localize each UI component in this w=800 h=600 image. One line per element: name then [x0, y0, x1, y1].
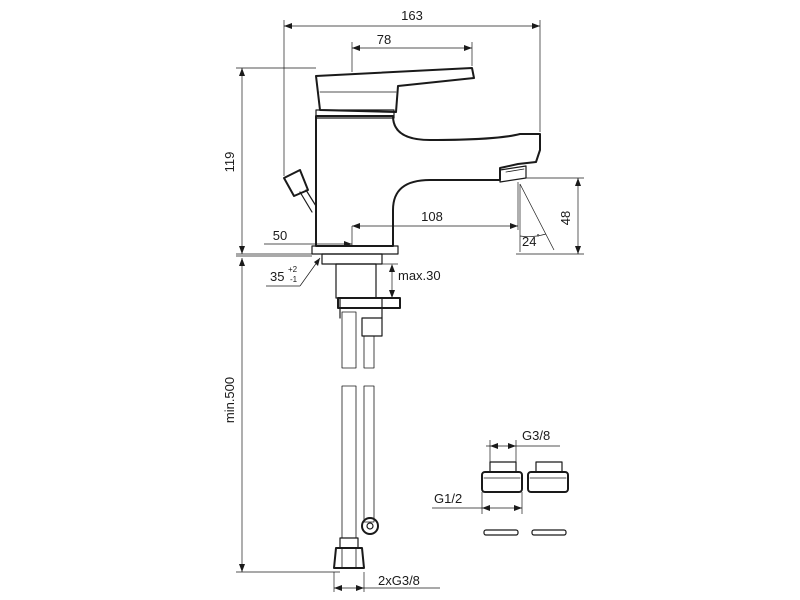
dim-base-diameter: 50 — [264, 226, 353, 247]
label-hose-length: min.500 — [222, 377, 237, 423]
dim-adapter-inlet: G1/2 — [432, 491, 523, 514]
flexible-hoses — [333, 311, 379, 569]
label-adapter-inlet: G1/2 — [434, 491, 462, 506]
adapters — [481, 461, 569, 536]
faucet-body — [315, 67, 541, 247]
dim-lever-length: 78 — [351, 32, 473, 72]
label-lever-length: 78 — [377, 32, 391, 47]
label-hole-diameter: 35 — [270, 269, 284, 284]
label-base-diameter: 50 — [273, 228, 287, 243]
label-hose-connection: 2xG3/8 — [378, 573, 420, 588]
base-and-deck — [311, 245, 401, 337]
dim-hole-diameter: 35 +2 -1 — [266, 257, 321, 287]
dim-adapter-outlet: G3/8 — [486, 428, 560, 462]
label-overall-width: 163 — [401, 8, 423, 23]
label-height: 119 — [222, 152, 237, 173]
dim-spout-reach: 108 — [352, 182, 519, 230]
dim-outlet-height: 48 — [516, 177, 584, 255]
label-spout-reach: 108 — [421, 209, 443, 224]
dim-hose-length: min.500 — [222, 255, 340, 573]
dim-overall-width: 163 — [283, 8, 541, 176]
label-adapter-outlet: G3/8 — [522, 428, 550, 443]
label-outlet-angle: 24° — [522, 233, 540, 249]
dim-outlet-angle: 24° — [519, 183, 555, 252]
dim-height: 119 — [222, 67, 316, 255]
label-hole-tolerance-upper: +2 — [288, 265, 298, 274]
label-deck-thickness: max.30 — [398, 268, 441, 283]
label-outlet-height: 48 — [558, 211, 573, 225]
dim-hose-connection: 2xG3/8 — [333, 572, 440, 592]
dim-deck-thickness: max.30 — [382, 263, 441, 298]
popup-rod — [283, 169, 317, 213]
label-hole-tolerance-lower: -1 — [290, 275, 298, 284]
